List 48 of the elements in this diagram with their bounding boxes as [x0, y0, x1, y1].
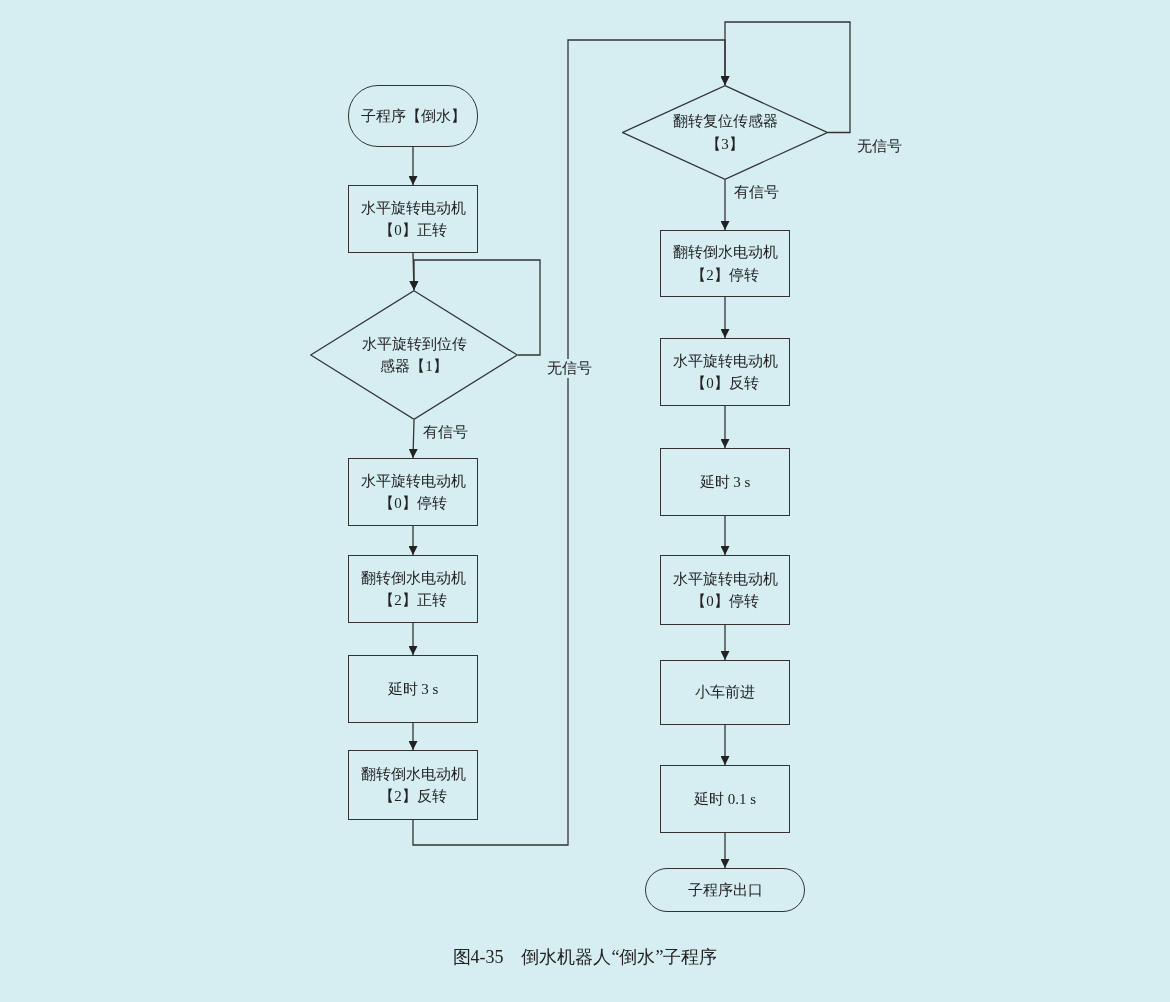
node-text: 子程序【倒水】 [360, 106, 466, 126]
caption: 图4-35 倒水机器人“倒水”子程序 [452, 947, 718, 967]
node-text: 小车前进 [695, 683, 755, 703]
process-box [660, 660, 790, 725]
arrow [720, 179, 730, 231]
node-text: 延时 3 s [387, 679, 439, 699]
arrow [720, 296, 730, 339]
node-text: 子程序出口 [687, 880, 763, 900]
terminal-box [348, 85, 478, 147]
node-text: 翻转复位传感器【3】 [671, 112, 779, 154]
process-box [660, 230, 790, 297]
node-text: 翻转倒水电动机【2】正转 [360, 568, 466, 610]
process-box [660, 448, 790, 516]
edge-label: 无信号 [856, 136, 903, 156]
arrow [408, 525, 418, 556]
arrow [720, 405, 730, 449]
arrow [409, 259, 541, 356]
arrow [720, 724, 730, 766]
arrow [408, 146, 418, 186]
process-box [660, 765, 790, 833]
node-text: 水平旋转电动机【0】停转 [672, 569, 778, 611]
node-text: 延时 3 s [699, 472, 751, 492]
arrow [408, 419, 418, 459]
node-text: 翻转倒水电动机【2】反转 [360, 764, 466, 806]
arrow [408, 722, 418, 751]
arrow [408, 622, 418, 656]
node-text: 水平旋转到位传感器【1】 [360, 334, 468, 376]
process-box [660, 338, 790, 406]
arrow [720, 515, 730, 556]
node-text: 水平旋转电动机【0】正转 [360, 198, 466, 240]
edge-label: 无信号 [546, 359, 593, 378]
edge-label: 有信号 [733, 183, 780, 202]
decision-diamond [310, 290, 518, 420]
process-box [348, 458, 478, 526]
edge-label: 有信号 [422, 423, 469, 442]
node-text: 水平旋转电动机【0】停转 [360, 471, 466, 513]
process-box [348, 655, 478, 723]
node-text: 延时 0.1 s [693, 789, 757, 809]
process-box [348, 185, 478, 253]
arrow [720, 21, 851, 134]
arrow [720, 832, 730, 869]
arrow [720, 624, 730, 661]
decision-diamond [622, 85, 828, 180]
node-text: 翻转倒水电动机【2】停转 [672, 243, 778, 285]
process-box [348, 555, 478, 623]
process-box [348, 750, 478, 820]
node-text: 水平旋转电动机【0】反转 [672, 351, 778, 393]
process-box [660, 555, 790, 625]
